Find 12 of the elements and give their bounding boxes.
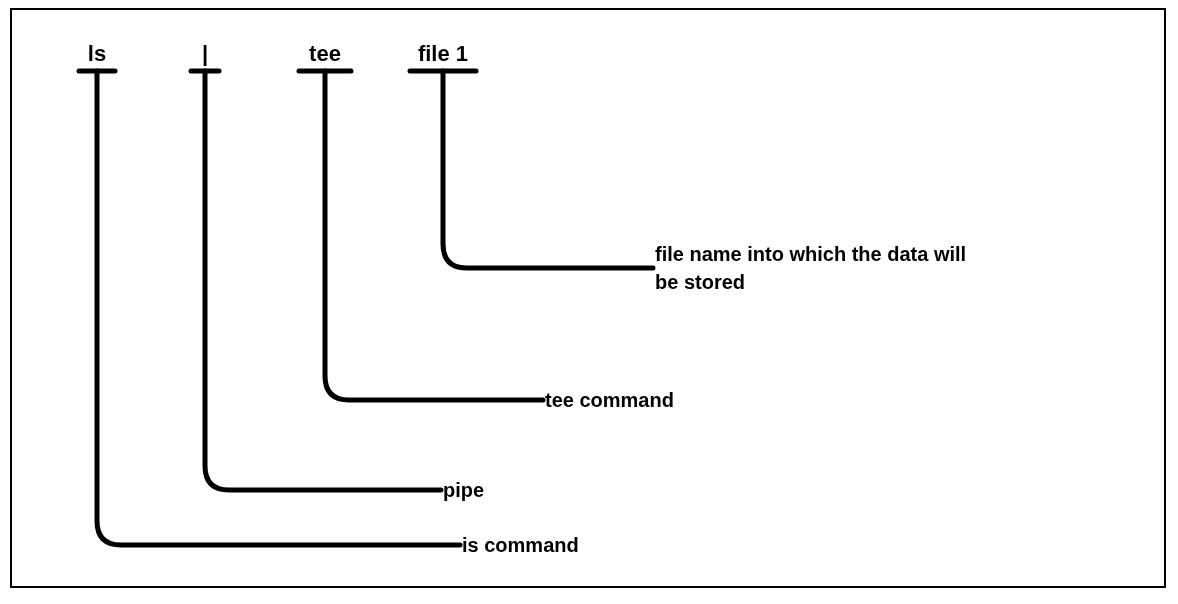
annotation-text: pipe xyxy=(443,476,503,504)
command-token: | xyxy=(190,40,220,68)
command-token: ls xyxy=(77,40,117,68)
annotation-text: file name into which the data will be stored xyxy=(655,240,995,296)
command-token: tee xyxy=(295,40,355,68)
leader-line xyxy=(188,68,444,493)
command-token: file 1 xyxy=(405,40,481,68)
leader-line xyxy=(76,68,463,548)
leader-line xyxy=(407,68,656,271)
annotation-text: is command xyxy=(462,531,592,559)
leader-line xyxy=(296,68,546,403)
annotation-text: tee command xyxy=(545,386,685,414)
